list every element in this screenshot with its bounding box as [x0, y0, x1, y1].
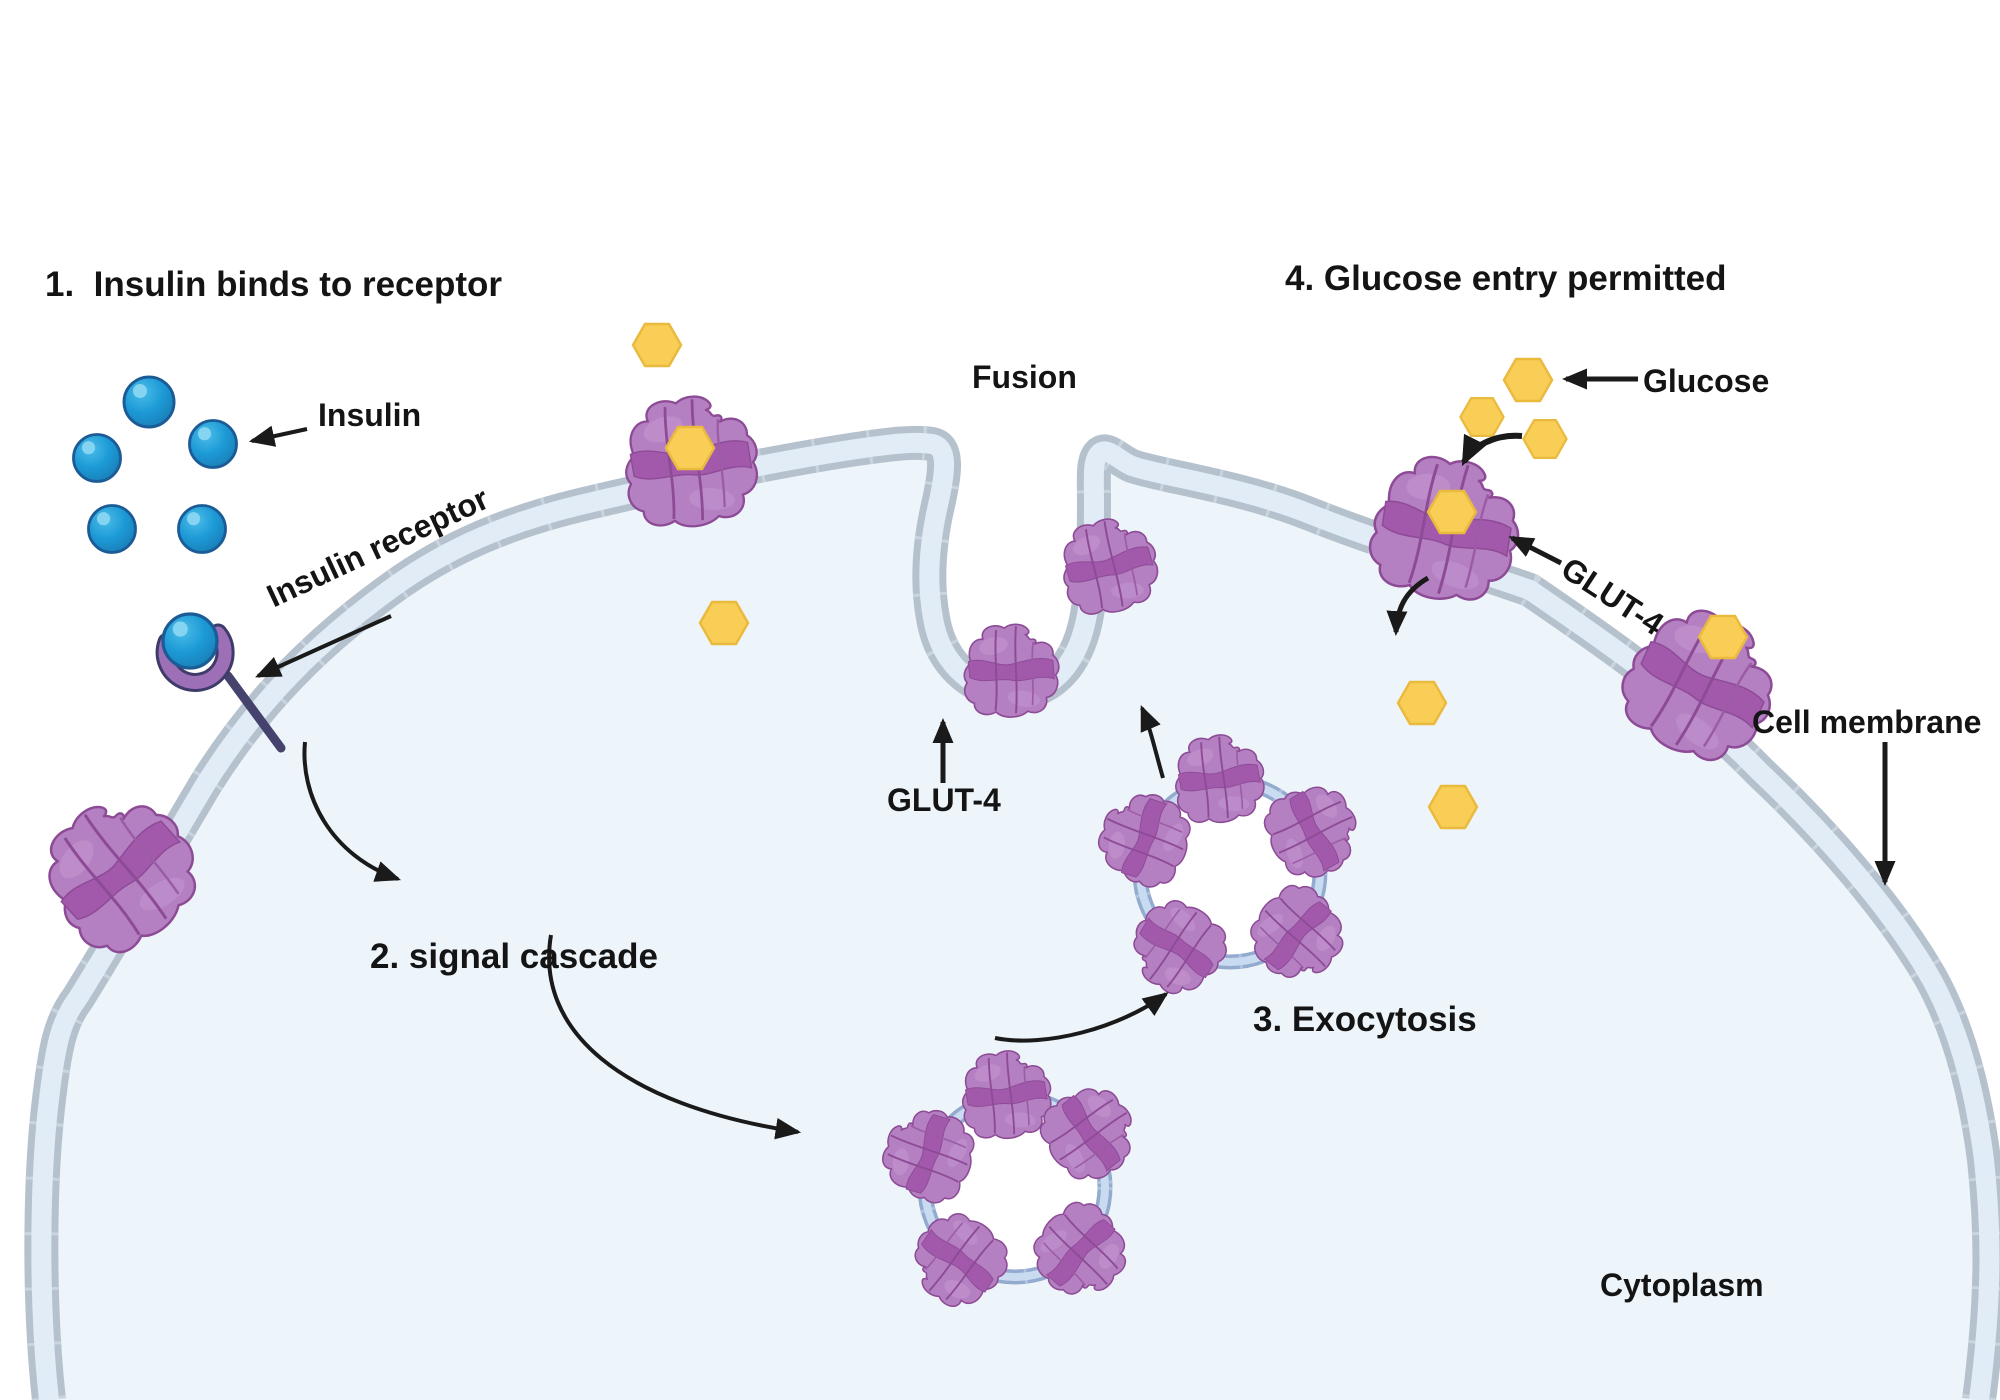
signal-cascade-arrow-2 — [547, 934, 802, 1140]
insulin-cluster — [72, 375, 238, 554]
insulin-label: Insulin — [318, 397, 421, 433]
arrows — [248, 368, 1896, 1140]
step3-title: 3. Exocytosis — [1253, 1000, 1477, 1039]
bound-insulin-molecule — [161, 612, 219, 670]
cell-membrane-label: Cell membrane — [1752, 704, 1981, 740]
glucose-release-arrow — [1386, 575, 1430, 636]
glucose-entry-arrow — [1461, 432, 1523, 467]
vesicle-fusion-arrow — [1140, 705, 1165, 779]
glucose-label: Glucose — [1643, 363, 1769, 399]
cytoplasm-fill — [41, 442, 1990, 1400]
signal-cascade-arrow-1 — [302, 741, 402, 882]
insulin-receptor — [155, 612, 286, 753]
glut4-vesicle-lower — [871, 1046, 1153, 1324]
insulin-molecule — [188, 419, 238, 469]
glucose-molecule — [631, 322, 683, 368]
glucose-icon — [664, 425, 716, 471]
insulin-molecule — [87, 504, 137, 554]
glucose-molecule — [1396, 680, 1448, 726]
insulin-molecule — [122, 375, 176, 429]
insulin-molecule — [177, 504, 227, 554]
glucose-molecule — [1459, 396, 1505, 438]
fusion-label: Fusion — [972, 359, 1077, 395]
step1-title: 1. Insulin binds to receptor — [45, 265, 502, 304]
glucose-molecule — [1522, 418, 1568, 460]
insulin-molecule — [72, 433, 122, 483]
insulin-label-arrow — [248, 425, 308, 447]
cytoplasm-label: Cytoplasm — [1600, 1267, 1764, 1303]
insulin-receptor-label-arrow — [255, 614, 392, 678]
glucose-molecule — [698, 600, 750, 646]
glucose-molecule — [1427, 784, 1479, 830]
step4-title: 4. Glucose entry permitted — [1285, 259, 1727, 298]
glut4-vesicle-upper — [1086, 729, 1373, 1010]
exocytosis-arrow — [994, 992, 1169, 1043]
glucose-icon — [1697, 614, 1749, 660]
glut4-label: GLUT-4 — [887, 782, 1001, 818]
step2-title: 2. signal cascade — [370, 937, 658, 976]
glut4-transporter — [963, 623, 1060, 719]
glucose-molecule — [1502, 357, 1554, 403]
glucose-icon — [1426, 489, 1478, 535]
glut4-right-label-arrow — [1508, 535, 1563, 566]
